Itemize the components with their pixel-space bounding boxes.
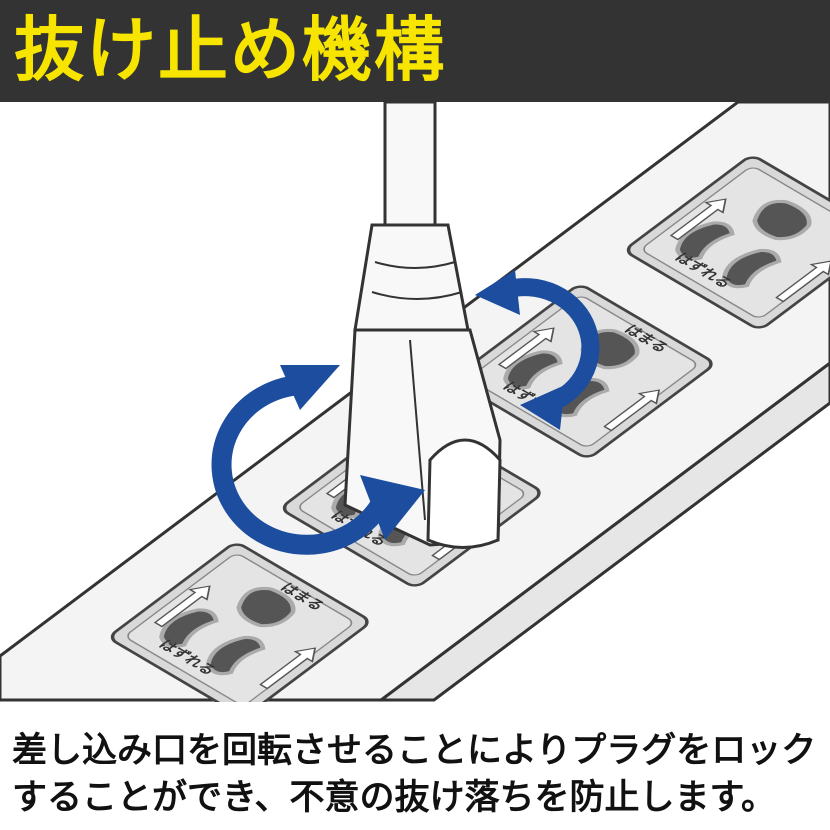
rotate-arrow-right-icon [475, 270, 600, 430]
rotate-arrow-left-icon [211, 365, 425, 555]
caption: 差し込み口を回転させることによりプラグをロック することができ、不意の抜け落ちを… [12, 728, 822, 822]
header-bar: 抜け止め機構 [0, 0, 830, 102]
caption-line-1: 差し込み口を回転させることによりプラグをロック [12, 731, 817, 771]
page-title: 抜け止め機構 [14, 9, 446, 91]
socket: はずれる [624, 154, 830, 330]
socket: はまる はずれる [108, 542, 372, 703]
caption-line-2: することができ、不意の抜け落ちを防止します。 [12, 778, 777, 818]
power-strip-illustration: はまる はずれる はずれる はまる はずれる はずれる [0, 102, 830, 702]
plug-tab [426, 438, 502, 549]
plug-collar [353, 223, 470, 332]
plug-cord [383, 102, 437, 232]
